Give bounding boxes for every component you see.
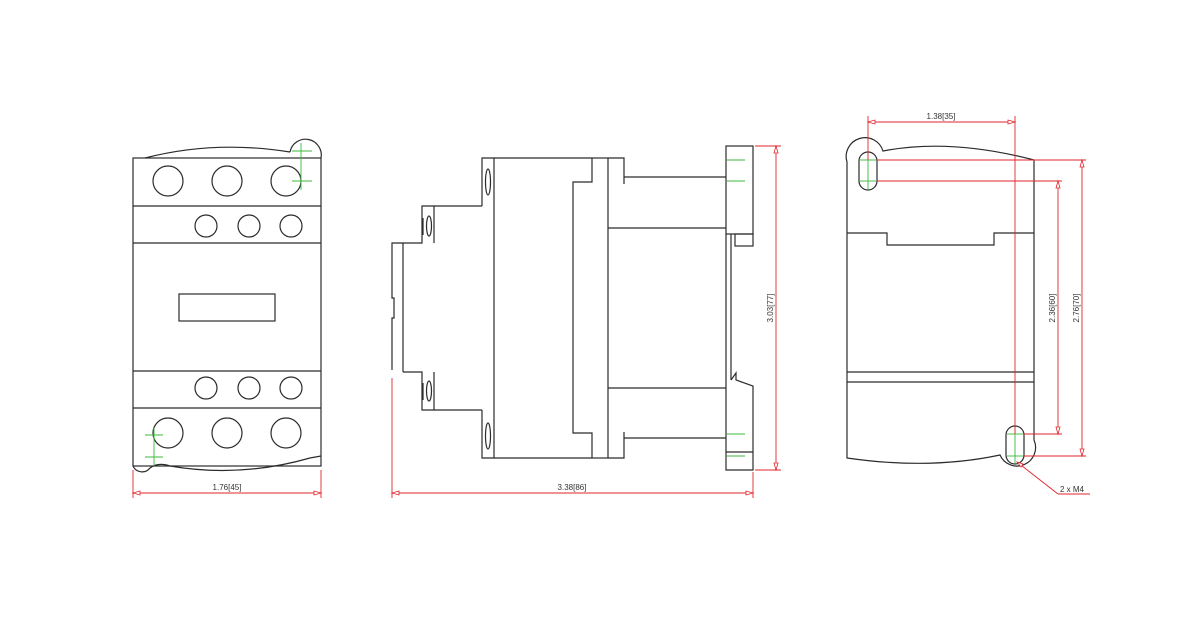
front-body: [132, 157, 322, 467]
dimension-label: 1.38[35]: [927, 112, 956, 121]
front-top-ear: [289, 138, 322, 159]
front-label-window: [178, 293, 276, 322]
dimension-side-depth: 3.38[86]: [390, 378, 755, 498]
dimension-side-height: 3.03[77]: [755, 144, 781, 472]
terminal-screw-small: [279, 214, 303, 238]
terminal-screw-small: [194, 214, 218, 238]
dimension-label: 3.38[86]: [558, 483, 587, 492]
front-bottom-arc: [132, 455, 322, 473]
terminal-screw-small: [279, 376, 303, 400]
terminal-screw: [211, 165, 243, 197]
din-clip: [391, 242, 403, 370]
front-view: 1.76[45]: [131, 138, 323, 498]
side-view: 3.03[77] 3.38[86]: [390, 144, 781, 498]
dimension-label: 2 x M4: [1060, 485, 1085, 494]
terminal-screw: [152, 417, 184, 449]
dimension-label: 1.76[45]: [213, 483, 242, 492]
rear-view: 1.38[35] 2.36[60] 2.76[70] 2 x M4: [845, 112, 1090, 495]
leader-mounting-holes: 2 x M4: [1015, 461, 1090, 495]
centerline-marks: [727, 159, 745, 457]
front-top-arc: [144, 146, 291, 159]
centerline-marks: [145, 143, 312, 466]
terminal-screw-small: [194, 376, 218, 400]
dimension-rear-inner: 2.36[60]: [877, 179, 1062, 436]
terminal-screw-small: [237, 214, 261, 238]
terminal-screw: [152, 165, 184, 197]
centerline-marks: [860, 152, 1023, 464]
dimension-rear-outer: 2.76[70]: [877, 158, 1086, 458]
terminal-screw: [270, 417, 302, 449]
dimension-label: 2.76[70]: [1072, 294, 1081, 323]
terminal-screw: [211, 417, 243, 449]
dimension-label: 2.36[60]: [1048, 294, 1057, 323]
dimension-label: 3.03[77]: [766, 294, 775, 323]
dimension-rear-horizontal: 1.38[35]: [866, 112, 1017, 434]
dimension-front-width: 1.76[45]: [131, 470, 323, 498]
terminal-screw-small: [237, 376, 261, 400]
